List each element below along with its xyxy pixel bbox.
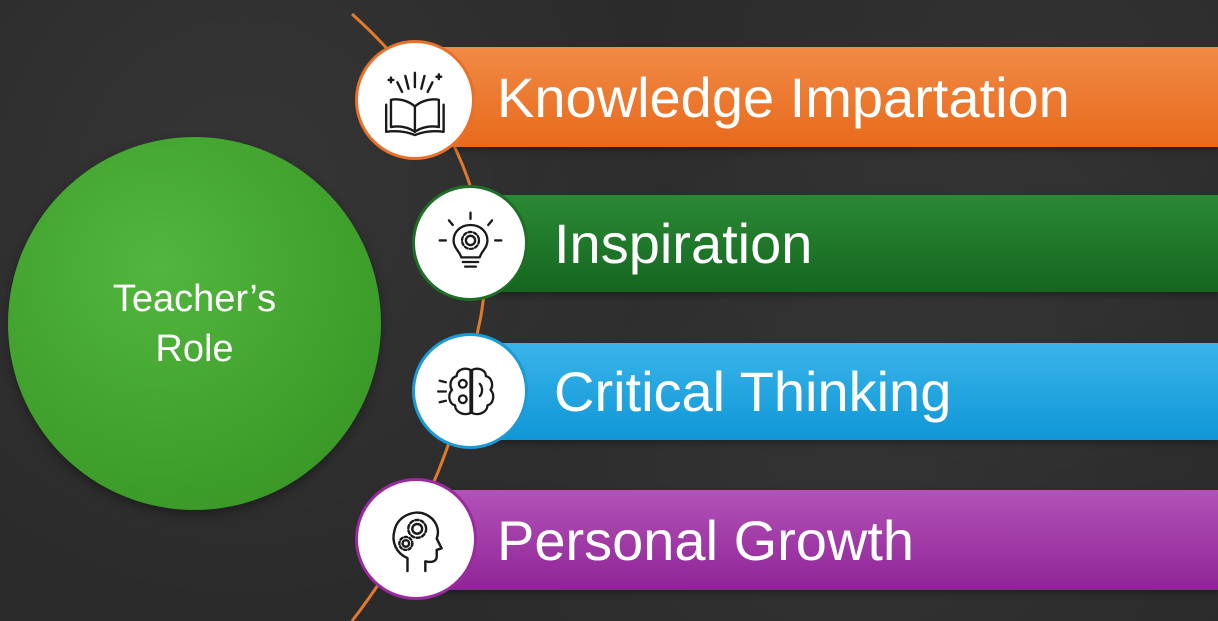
teachers-role-hub: Teacher’s Role bbox=[8, 137, 381, 510]
role-item-critical-thinking: Critical Thinking bbox=[412, 333, 1218, 449]
lightbulb-gear-icon bbox=[412, 185, 528, 301]
hub-label: Teacher’s Role bbox=[112, 277, 277, 370]
brain-gears-icon bbox=[412, 333, 528, 449]
role-label: Personal Growth bbox=[497, 508, 915, 572]
role-label: Knowledge Impartation bbox=[497, 65, 1070, 129]
role-bar: Knowledge Impartation bbox=[415, 47, 1218, 147]
head-gears-icon bbox=[355, 478, 477, 600]
open-book-icon bbox=[355, 40, 475, 160]
role-item-personal-growth: Personal Growth bbox=[355, 478, 1218, 600]
role-label: Critical Thinking bbox=[554, 360, 952, 423]
role-item-inspiration: Inspiration bbox=[412, 185, 1218, 301]
role-label: Inspiration bbox=[554, 212, 813, 275]
role-bar: Inspiration bbox=[472, 195, 1218, 292]
role-item-knowledge-impartation: Knowledge Impartation bbox=[355, 40, 1218, 160]
role-bar: Personal Growth bbox=[415, 490, 1218, 590]
role-bar: Critical Thinking bbox=[472, 343, 1218, 440]
